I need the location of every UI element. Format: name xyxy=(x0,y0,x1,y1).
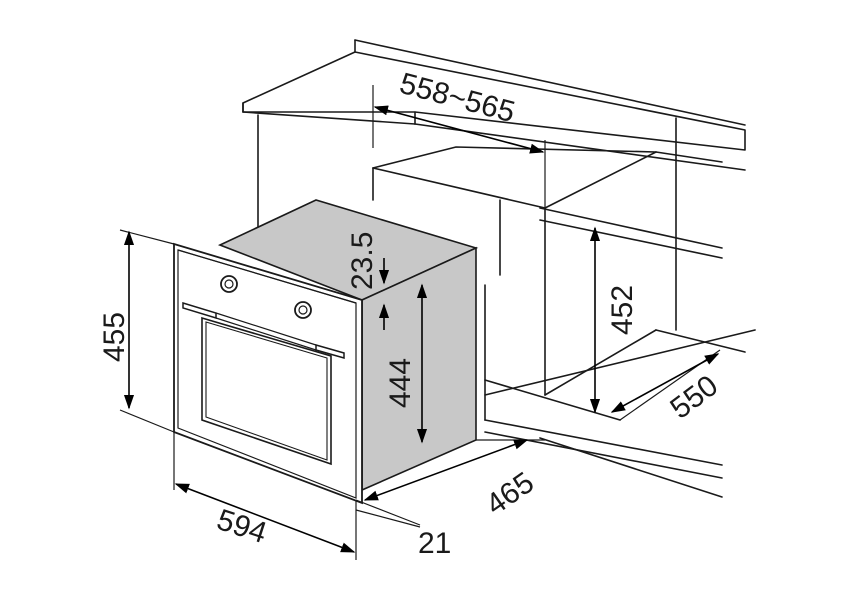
dim-cutout-height-label: 452 xyxy=(606,285,639,335)
knob-right-icon xyxy=(294,301,312,319)
dim-oven-height-label: 455 xyxy=(98,312,131,362)
dim-body-depth-label: 465 xyxy=(480,466,540,522)
dim-oven-width-label: 594 xyxy=(213,503,271,550)
dim-front-panel-label: 21 xyxy=(418,527,451,560)
door-handle-icon xyxy=(182,301,345,359)
dimension-lines xyxy=(119,85,721,560)
dim-body-height-label: 444 xyxy=(384,358,417,408)
dim-top-clearance-label: 23.5 xyxy=(346,232,379,290)
knob-left-icon xyxy=(220,275,238,293)
oven xyxy=(173,199,479,505)
